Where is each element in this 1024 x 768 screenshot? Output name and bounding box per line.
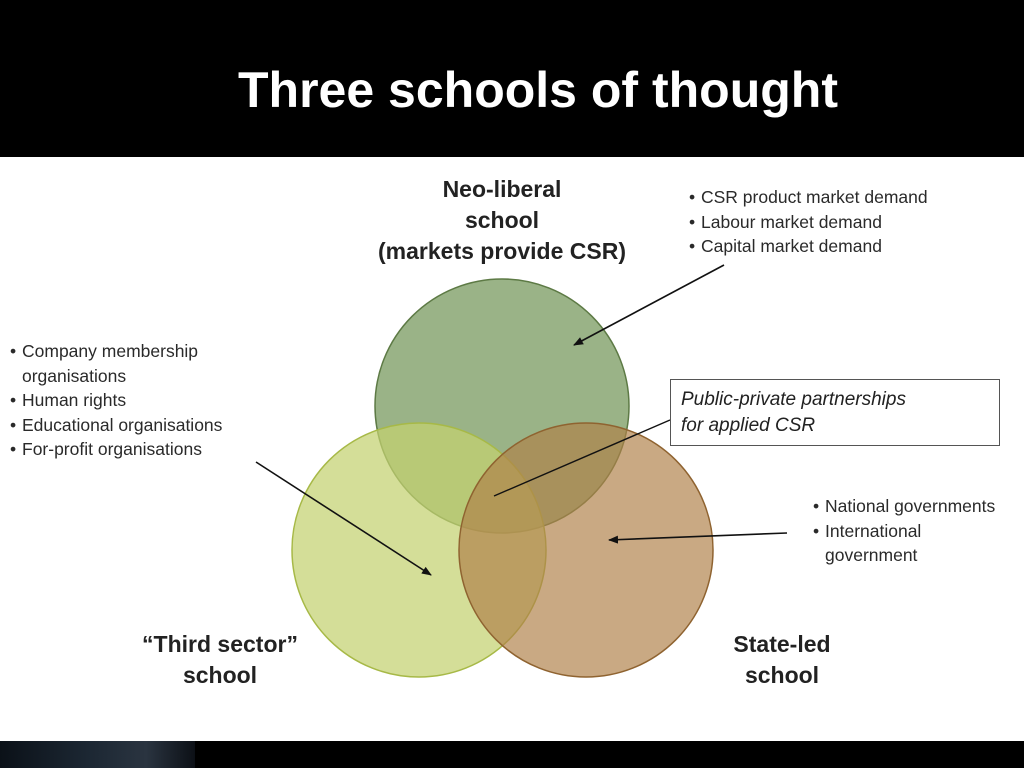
neo-liberal-label-line-1: Neo-liberal [442, 176, 562, 202]
neo-liberal-label-line-3: (markets provide CSR) [378, 238, 626, 264]
list-item: •Educational organisations [10, 414, 223, 435]
state-led-bullets: •National governments •International gov… [813, 494, 995, 568]
list-item: •National governments [813, 496, 996, 516]
list-item: •Capital market demand [689, 236, 882, 256]
neo-liberal-arrow [573, 264, 725, 346]
neo-liberal-bullets: •CSR product market demand •Labour marke… [689, 185, 928, 259]
third-sector-label-line-2: school [182, 662, 258, 688]
venn-diagram [255, 264, 788, 678]
third-sector-label: “Third sector” school [100, 629, 340, 691]
third-sector-arrow [255, 461, 432, 576]
third-sector-label-line-1: “Third sector” [142, 631, 298, 657]
third-sector-bullets: •Company membership organisations •Human… [10, 339, 222, 462]
ppp-line-1: Public-private partnerships [681, 389, 906, 410]
state-led-label-line-1: State-led [733, 631, 831, 657]
public-private-partnerships-box: Public-private partnerships for applied … [670, 379, 1000, 446]
list-item: •For-profit organisations [10, 439, 202, 459]
slide-title: Three schools of thought [238, 62, 838, 118]
state-led-circle [458, 422, 714, 678]
neo-liberal-label: Neo-liberal school (markets provide CSR) [352, 174, 652, 267]
list-item: •Company membership organisations [10, 341, 199, 386]
state-led-label: State-led school [682, 629, 882, 691]
list-item: •Human rights [10, 390, 127, 410]
title-bar [0, 0, 1024, 157]
footer-decoration [0, 741, 195, 768]
list-item: •Labour market demand [689, 211, 882, 232]
list-item: •CSR product market demand [689, 187, 928, 207]
ppp-line-2: for applied CSR [681, 415, 816, 436]
state-led-label-line-2: school [744, 662, 820, 688]
state-led-arrow [608, 532, 788, 544]
neo-liberal-label-line-2: school [464, 207, 540, 233]
overlap-connector [493, 419, 671, 497]
list-item: •International government [813, 520, 922, 566]
